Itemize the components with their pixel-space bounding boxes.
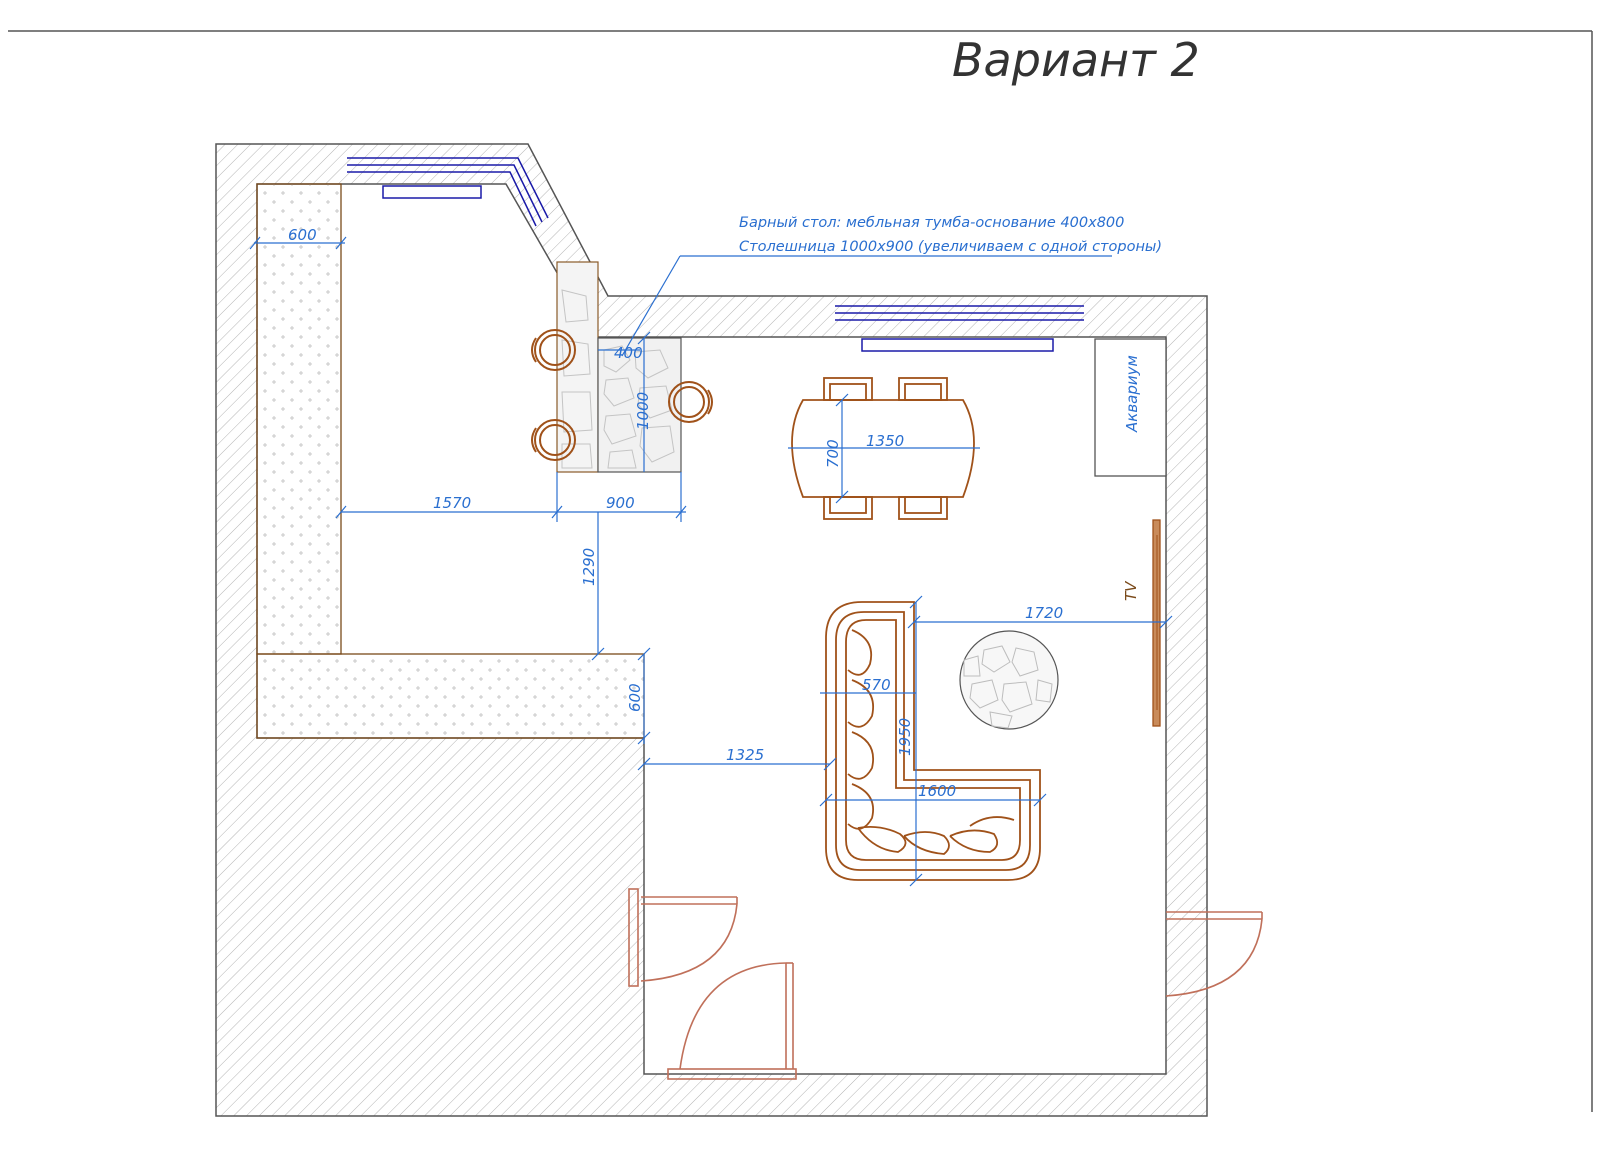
dim-bar-top-length: 1000 bbox=[634, 392, 652, 430]
bar-table-note-line1: Барный стол: мебльная тумба-основание 40… bbox=[739, 215, 1124, 231]
dining-chair bbox=[823, 496, 873, 520]
dim-dining-table-width: 700 bbox=[824, 439, 842, 468]
dim-bar-base-width: 400 bbox=[614, 344, 643, 362]
dining-chair bbox=[898, 377, 948, 401]
walls bbox=[215, 143, 1208, 1117]
bar-stool bbox=[668, 381, 713, 423]
dim-sofa-side-length: 1950 bbox=[896, 718, 914, 756]
bar-table-note-line2: Столешница 1000х900 (увеличиваем с одной… bbox=[739, 239, 1162, 255]
tv bbox=[1152, 519, 1161, 727]
sheet-frame bbox=[8, 30, 1593, 1112]
door-bottom bbox=[667, 962, 797, 1080]
bar-stool bbox=[531, 329, 576, 371]
dim-sofa-seat-depth: 570 bbox=[862, 676, 891, 694]
bar-table bbox=[556, 261, 682, 473]
dim-sofa-to-tv: 1720 bbox=[1025, 604, 1063, 622]
round-rug bbox=[959, 630, 1059, 730]
drawing-title: Вариант 2 bbox=[952, 33, 1200, 87]
dim-sofa-bottom-length: 1600 bbox=[918, 782, 956, 800]
dim-counter-depth-top: 600 bbox=[288, 226, 317, 244]
dim-kitchen-passage: 1570 bbox=[433, 494, 471, 512]
door-right bbox=[1165, 911, 1263, 997]
kitchen-counter bbox=[256, 183, 645, 739]
dim-bar-top-width: 900 bbox=[606, 494, 635, 512]
dim-door-to-sofa: 1325 bbox=[726, 746, 764, 764]
dimension-lines bbox=[249, 236, 1173, 887]
dim-counter-depth-bottom: 600 bbox=[626, 683, 644, 712]
aquarium bbox=[1094, 338, 1167, 477]
dining-chair bbox=[823, 377, 873, 401]
window-top-left bbox=[347, 157, 549, 227]
dim-passage-to-counter: 1290 bbox=[580, 548, 598, 586]
tv-label: TV bbox=[1122, 580, 1140, 601]
window-top-right bbox=[835, 305, 1084, 352]
dining-chair bbox=[898, 496, 948, 520]
dim-dining-table-length: 1350 bbox=[866, 432, 904, 450]
corner-sofa bbox=[825, 601, 1041, 881]
aquarium-label: Аквариум bbox=[1123, 355, 1141, 433]
bar-stool bbox=[531, 419, 576, 461]
door-left bbox=[628, 888, 738, 987]
